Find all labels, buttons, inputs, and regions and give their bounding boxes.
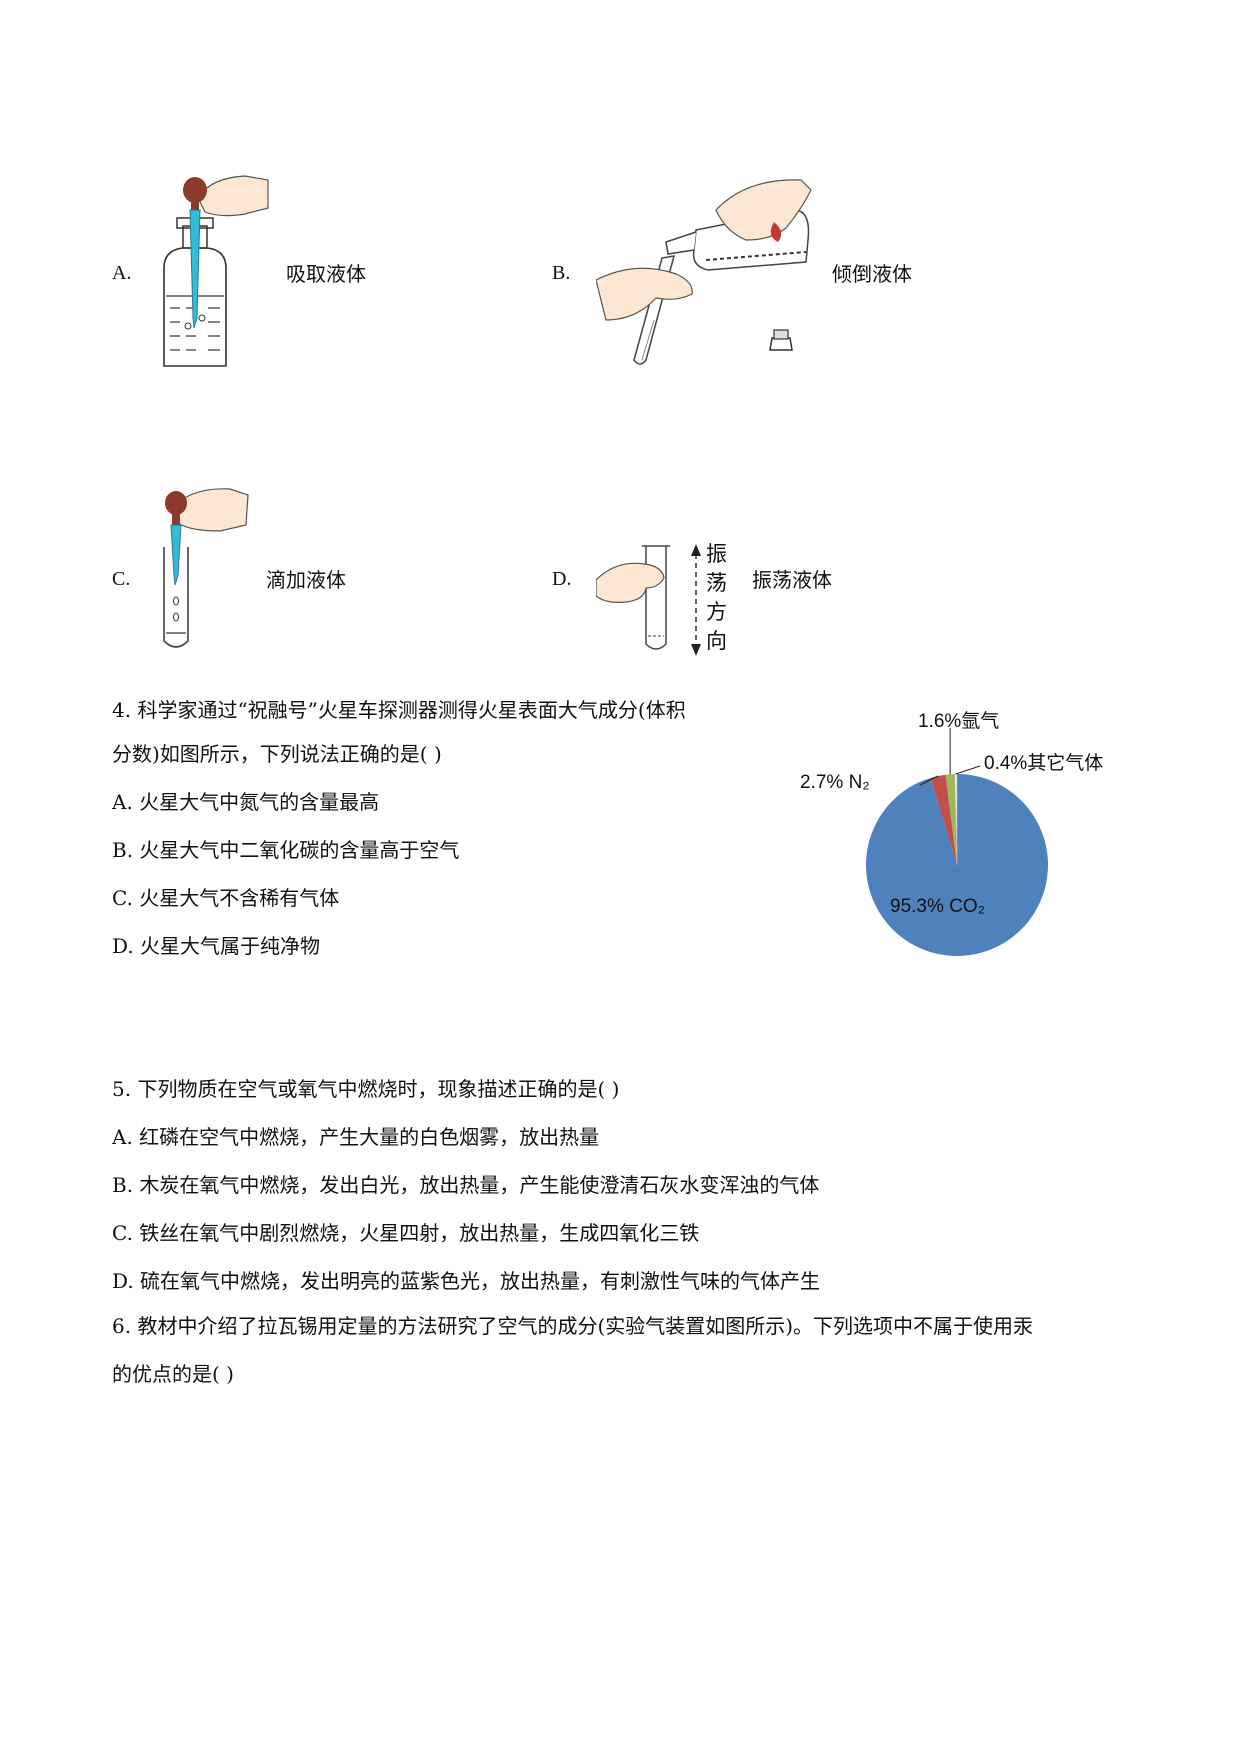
option-c-letter: C. xyxy=(112,568,131,590)
q4-option-d[interactable]: D. 火星大气属于纯净物 xyxy=(112,934,321,958)
figure-drop-liquid xyxy=(163,488,249,648)
q5-option-d[interactable]: D. 硫在氧气中燃烧，发出明亮的蓝紫色光，放出热量，有刺激性气味的气体产生 xyxy=(112,1269,821,1293)
q4-stem-line1: 4. 科学家通过“祝融号”火星车探测器测得火星表面大气成分(体积 xyxy=(112,698,686,722)
shake-direction-char: 荡 xyxy=(706,571,727,595)
figure-shake-liquid xyxy=(596,545,670,650)
q4-stem-line2: 分数)如图所示，下列说法正确的是( ) xyxy=(112,742,442,766)
shake-direction-text: 振 荡 方 向 xyxy=(706,540,732,656)
pie-label-n2: 2.7% N₂ xyxy=(800,772,870,793)
pie-label-other: 0.4%其它气体 xyxy=(984,753,1104,774)
q6-stem-line2: 的优点的是( ) xyxy=(112,1362,234,1386)
pie-leader-lines xyxy=(919,728,981,786)
mars-atmosphere-pie-chart xyxy=(866,728,1048,956)
option-b-label: 倾倒液体 xyxy=(832,262,912,286)
figure-draw-liquid xyxy=(163,175,269,367)
q6-stem-line1: 6. 教材中介绍了拉瓦锡用定量的方法研究了空气的成分(实验气装置如图所示)。下列… xyxy=(112,1314,1034,1338)
leader-line-other xyxy=(955,765,981,775)
q5-option-c[interactable]: C. 铁丝在氧气中剧烈燃烧，火星四射，放出热量，生成四氧化三铁 xyxy=(112,1221,700,1245)
option-d-label: 振荡液体 xyxy=(752,568,832,592)
shake-direction-char: 向 xyxy=(706,629,727,653)
option-a-label: 吸取液体 xyxy=(286,262,366,286)
pie-slice-n2 xyxy=(930,774,957,865)
shake-direction-char: 振 xyxy=(706,542,727,566)
q4-option-b[interactable]: B. 火星大气中二氧化碳的含量高于空气 xyxy=(112,838,460,862)
pie-slice-argon xyxy=(945,774,957,865)
figure-pour-liquid xyxy=(596,179,812,365)
pie-slices xyxy=(866,773,1048,956)
option-d-letter: D. xyxy=(552,568,572,590)
pie-label-co2: 95.3% CO₂ xyxy=(890,896,986,917)
q4-option-a[interactable]: A. 火星大气中氮气的含量最高 xyxy=(112,790,380,814)
q4-option-c[interactable]: C. 火星大气不含稀有气体 xyxy=(112,886,340,910)
option-b-letter: B. xyxy=(552,262,571,284)
leader-line-n2 xyxy=(919,775,939,786)
option-c-label: 滴加液体 xyxy=(266,568,346,592)
shake-direction-char: 方 xyxy=(706,600,727,624)
q5-option-b[interactable]: B. 木炭在氧气中燃烧，发出白光，放出热量，产生能使澄清石灰水变浑浊的气体 xyxy=(112,1173,820,1197)
q5-stem: 5. 下列物质在空气或氧气中燃烧时，现象描述正确的是( ) xyxy=(112,1077,620,1101)
q5-option-a[interactable]: A. 红磷在空气中燃烧，产生大量的白色烟雾，放出热量 xyxy=(112,1125,600,1149)
option-a-letter: A. xyxy=(112,262,132,284)
pie-label-argon: 1.6%氩气 xyxy=(918,711,1000,732)
shake-direction-arrow xyxy=(691,544,701,656)
